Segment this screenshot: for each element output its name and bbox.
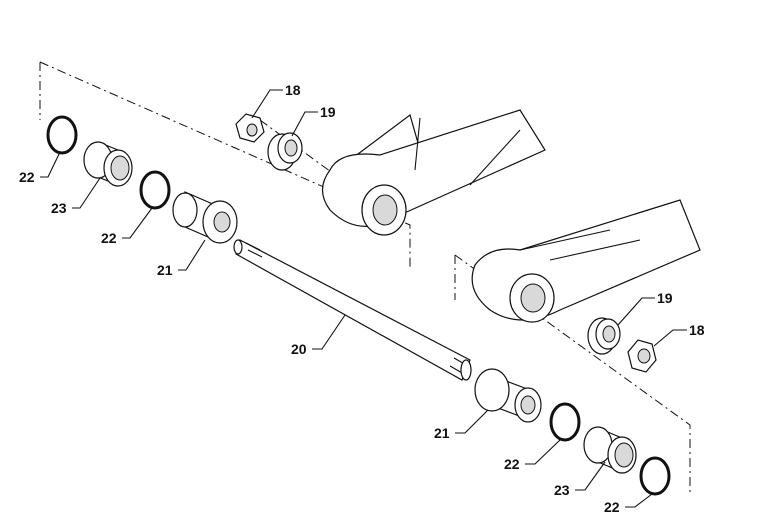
washer-upper (267, 132, 303, 171)
callout-20: 20 (291, 341, 307, 357)
bearing-lower (583, 426, 637, 474)
bearing-upper (83, 141, 133, 187)
lower-arm (471, 199, 701, 323)
bushing-upper (172, 191, 238, 244)
callout-19-upper: 19 (320, 104, 336, 120)
callout-23-upper: 23 (51, 200, 67, 216)
callout-19-lower: 19 (657, 290, 673, 306)
leader-lines (40, 89, 687, 508)
ring-lower-outer (639, 456, 671, 496)
ring-upper-inner (139, 170, 171, 210)
washer-lower (587, 317, 621, 355)
shaft (233, 239, 472, 381)
callout-23-lower: 23 (554, 482, 570, 498)
assembly-boundary-upper (39, 61, 411, 270)
callout-22-upper-outer: 22 (19, 169, 35, 185)
callout-22-upper-inner: 22 (101, 230, 117, 246)
callout-22-lower-outer: 22 (604, 499, 620, 515)
callout-21-lower: 21 (434, 425, 450, 441)
ring-lower-inner (549, 402, 581, 442)
callout-22-lower-inner: 22 (504, 456, 520, 472)
nut-upper (235, 113, 265, 143)
ring-upper-outer (46, 115, 78, 155)
bushing-lower (474, 368, 542, 423)
callout-21-upper: 21 (157, 262, 173, 278)
upper-arm (321, 109, 546, 236)
callout-18-lower: 18 (689, 322, 705, 338)
callout-18-upper: 18 (285, 82, 301, 98)
nut-lower (627, 339, 657, 373)
